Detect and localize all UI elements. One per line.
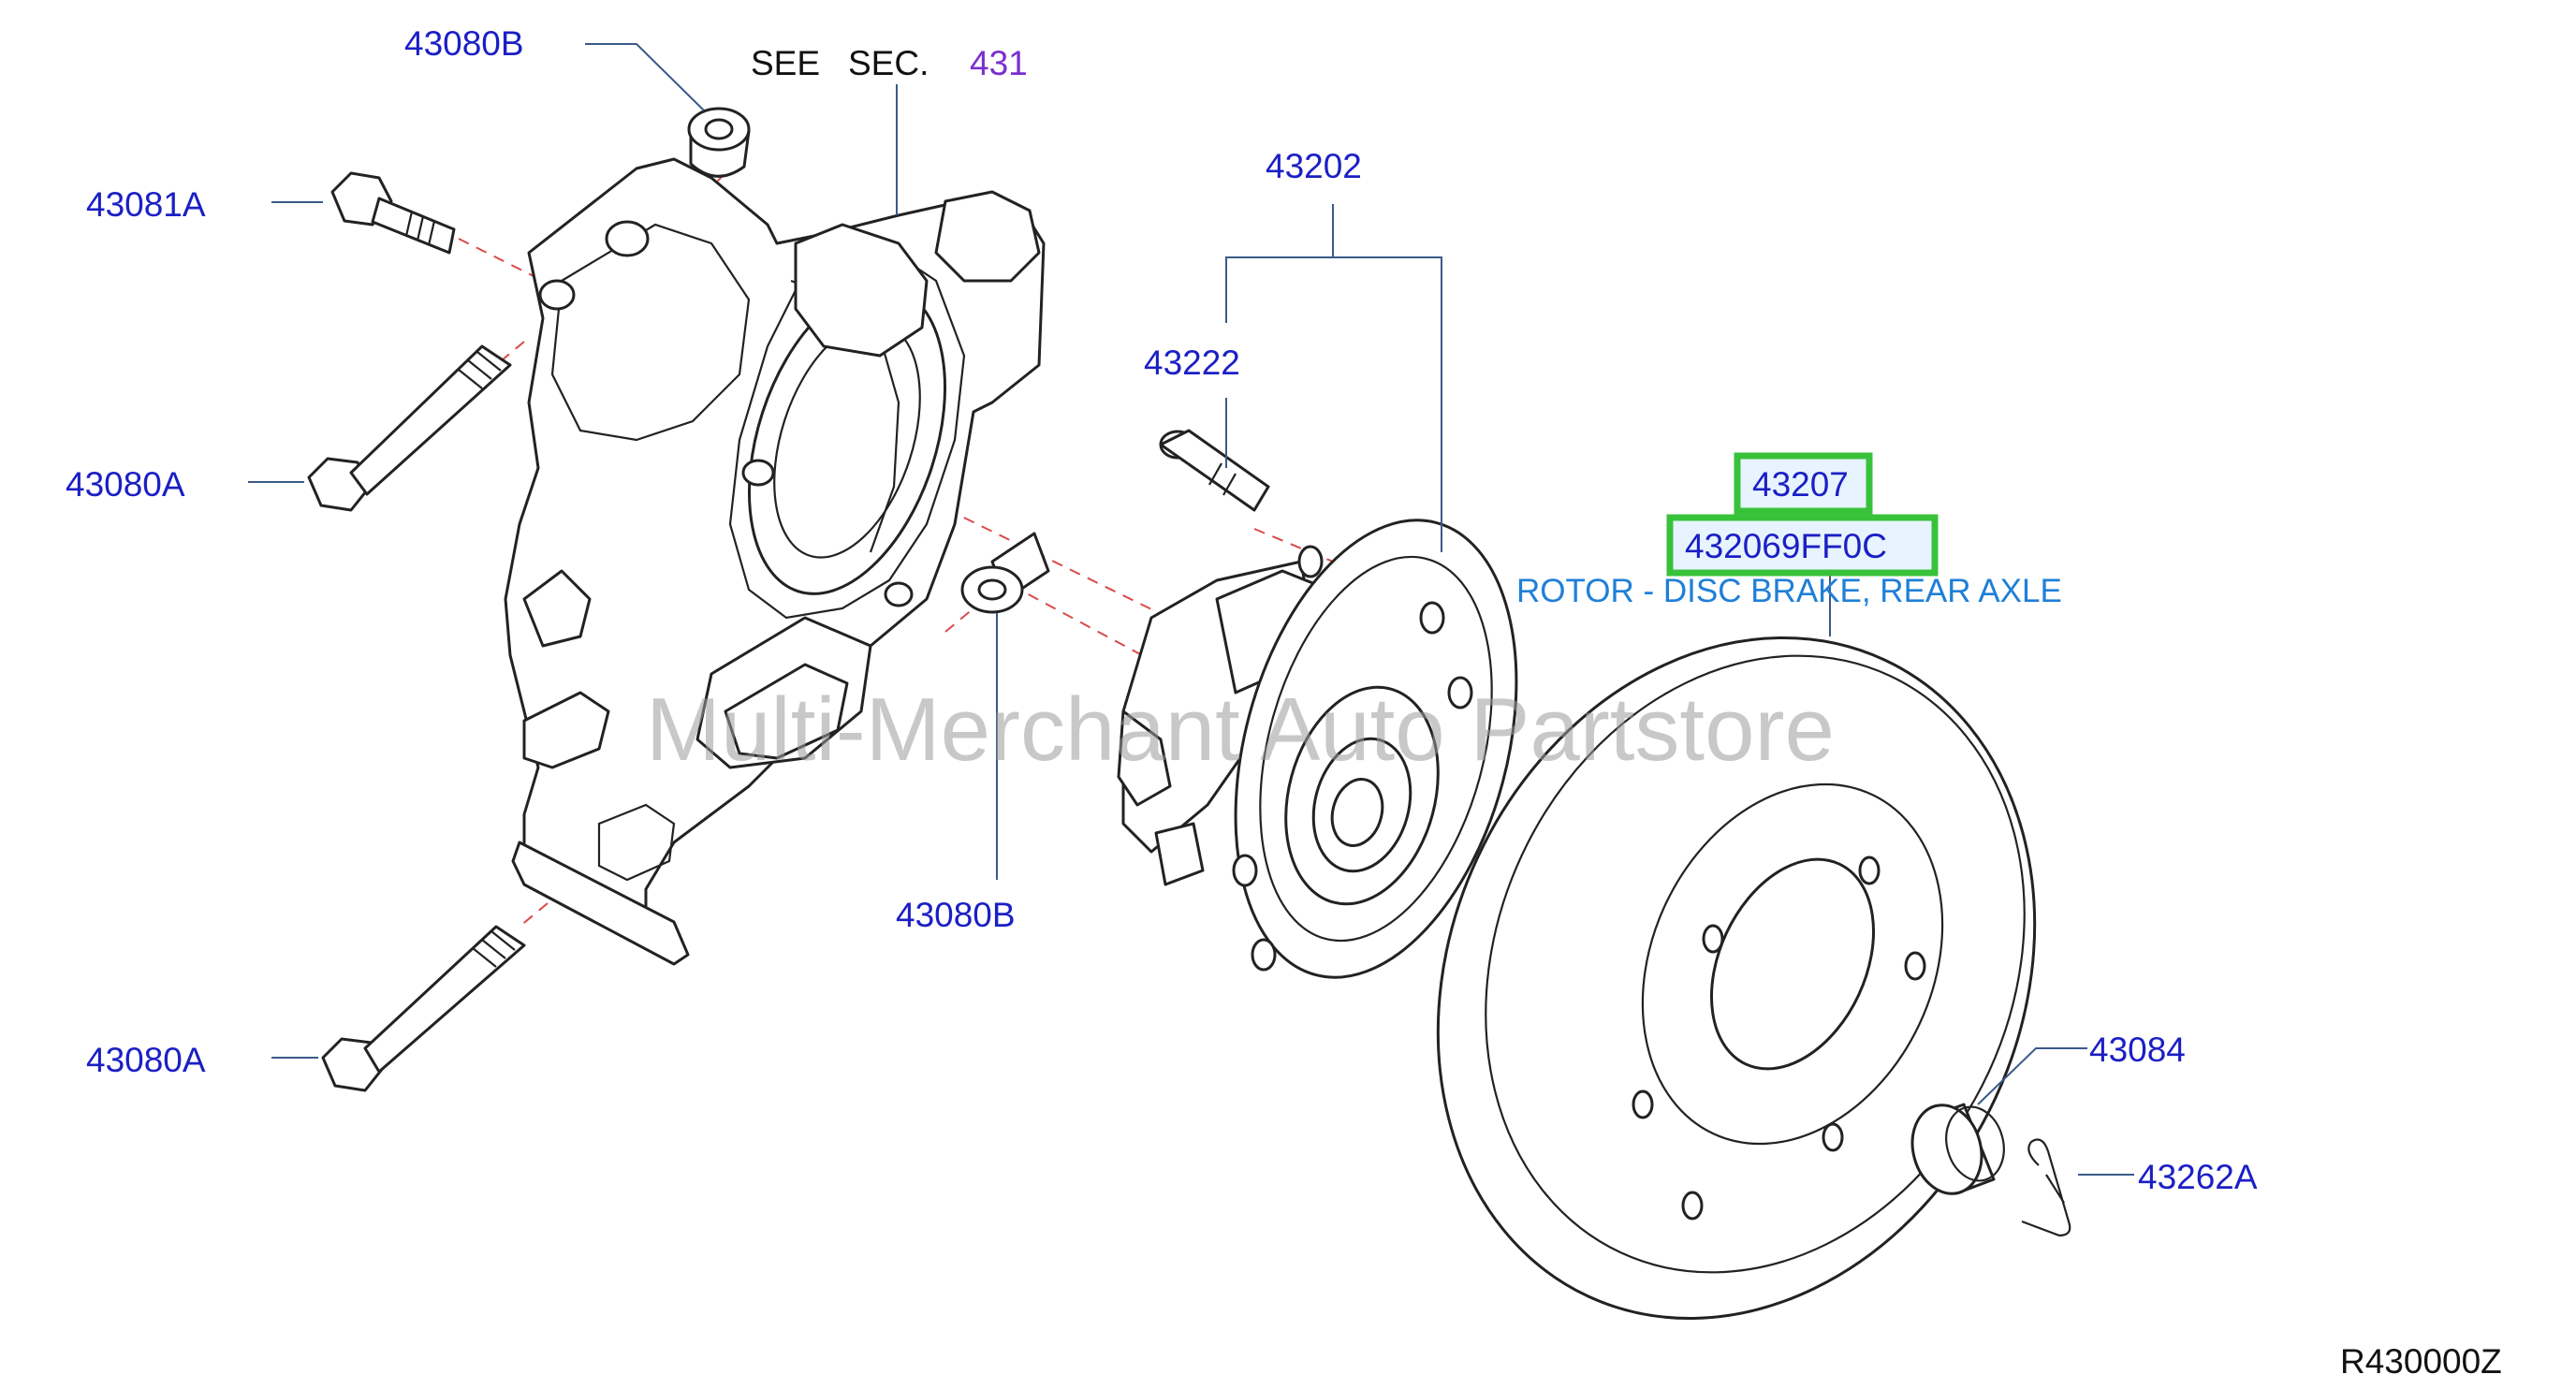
label-43081a[interactable]: 43081A	[86, 185, 206, 224]
diagram-code: R430000Z	[2340, 1342, 2502, 1381]
label-43084[interactable]: 43084	[2089, 1031, 2186, 1069]
cotter-pin-43262a[interactable]	[2021, 1138, 2071, 1237]
label-43080b-middle[interactable]: 43080B	[896, 896, 1016, 934]
bushing-43080b-top[interactable]	[687, 107, 751, 178]
leader-lines	[248, 43, 2134, 1176]
label-43207[interactable]: 43207	[1752, 465, 1849, 504]
rotor-description: ROTOR - DISC BRAKE, REAR AXLE	[1516, 573, 2062, 609]
watermark: Multi-Merchant Auto Partstore	[646, 680, 1835, 780]
see-text: SEE	[751, 44, 820, 82]
hub-stud-43222[interactable]	[1159, 429, 1270, 512]
bolt-43080a-middle[interactable]	[307, 344, 512, 512]
highlight-43207	[1734, 452, 1873, 515]
brake-rotor[interactable]	[1329, 539, 2144, 1389]
bolt-43081a[interactable]	[330, 171, 456, 255]
hub-assembly-43202[interactable]	[1117, 489, 1563, 1008]
label-43202[interactable]: 43202	[1266, 147, 1362, 185]
sec-text: SEC.	[848, 44, 929, 82]
label-43222[interactable]: 43222	[1144, 344, 1240, 382]
label-43262a[interactable]: 43262A	[2138, 1158, 2258, 1196]
label-43080b-top[interactable]: 43080B	[404, 24, 524, 63]
label-432069ff0c[interactable]: 432069FF0C	[1685, 527, 1887, 565]
label-43080a-middle[interactable]: 43080A	[66, 465, 185, 504]
label-43080a-bottom[interactable]: 43080A	[86, 1041, 206, 1079]
steering-knuckle[interactable]	[504, 157, 1046, 966]
highlight-432069ff0c	[1666, 514, 1939, 577]
section-431-link[interactable]: 431	[970, 44, 1028, 82]
bolt-43080a-bottom[interactable]	[321, 925, 526, 1092]
bushing-43080b-middle[interactable]	[960, 532, 1050, 614]
grease-cap-43084[interactable]	[1903, 1097, 2012, 1201]
